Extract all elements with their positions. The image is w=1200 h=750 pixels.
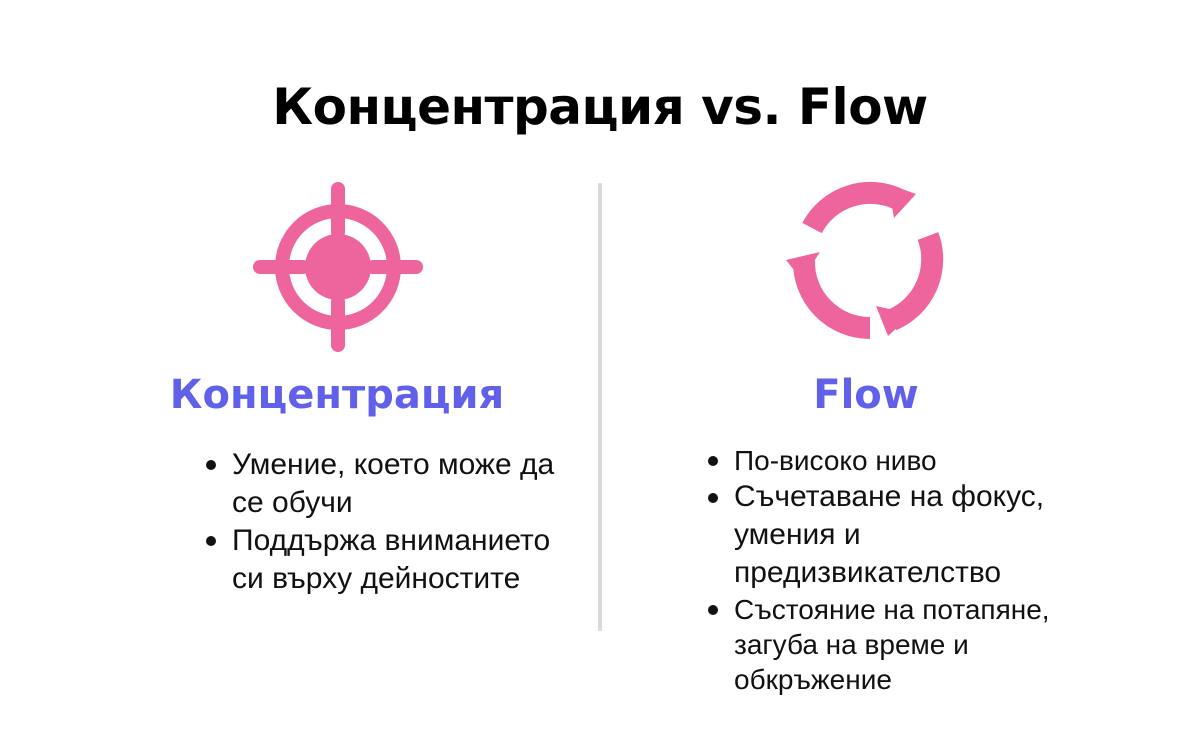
list-item: Съчетаване на фокус, умения и предизвика… (704, 478, 1124, 592)
target-crosshair-icon (252, 182, 424, 354)
list-item: Поддържа вниманието си върху дейностите (202, 522, 572, 598)
list-item: По-високо ниво (704, 443, 1124, 478)
flow-bullet-list: По-високо ниво Съчетаване на фокус, умен… (704, 443, 1124, 697)
cycle-arrows-icon (780, 180, 952, 340)
concentration-bullet-list: Умение, което може да се обучи Поддържа … (202, 446, 572, 598)
column-divider (598, 183, 602, 631)
flow-heading: Flow (813, 372, 919, 418)
page-title: Концентрация vs. Flow (272, 78, 928, 136)
concentration-heading: Концентрация (169, 372, 505, 418)
list-item: Умение, което може да се обучи (202, 446, 572, 522)
list-item: Състояние на потапяне, загуба на време и… (704, 592, 1124, 697)
